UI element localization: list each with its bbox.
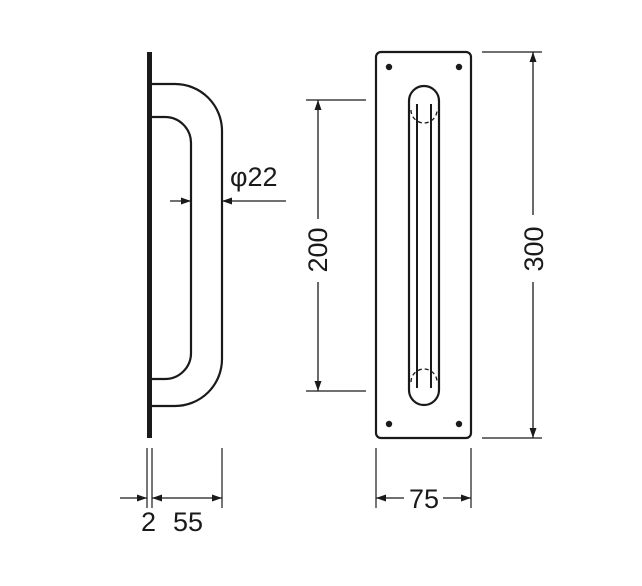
grip-outline [407, 84, 441, 407]
plate-thickness-label: 2 [141, 507, 156, 537]
plate-width-label: 75 [409, 484, 439, 514]
handle-outer-outline [152, 82, 224, 408]
grip-hidden-top-arc [410, 109, 438, 124]
front-view: 200 300 75 [303, 50, 549, 514]
handle-inner-outline [152, 115, 193, 381]
center-distance-label: 200 [303, 227, 333, 272]
screw-hole-bottom-left [385, 420, 393, 428]
plate-height-label: 300 [519, 226, 549, 271]
projection-label: 55 [173, 507, 203, 537]
side-view: φ22 2 55 [120, 52, 286, 537]
side-plate [147, 52, 152, 438]
diameter-label: φ22 [230, 162, 278, 192]
front-plate [374, 50, 473, 440]
screw-hole-top-left [385, 63, 393, 71]
screw-hole-top-right [455, 63, 463, 71]
screw-hole-bottom-right [455, 420, 463, 428]
grip-hidden-bottom-arc [410, 368, 438, 383]
